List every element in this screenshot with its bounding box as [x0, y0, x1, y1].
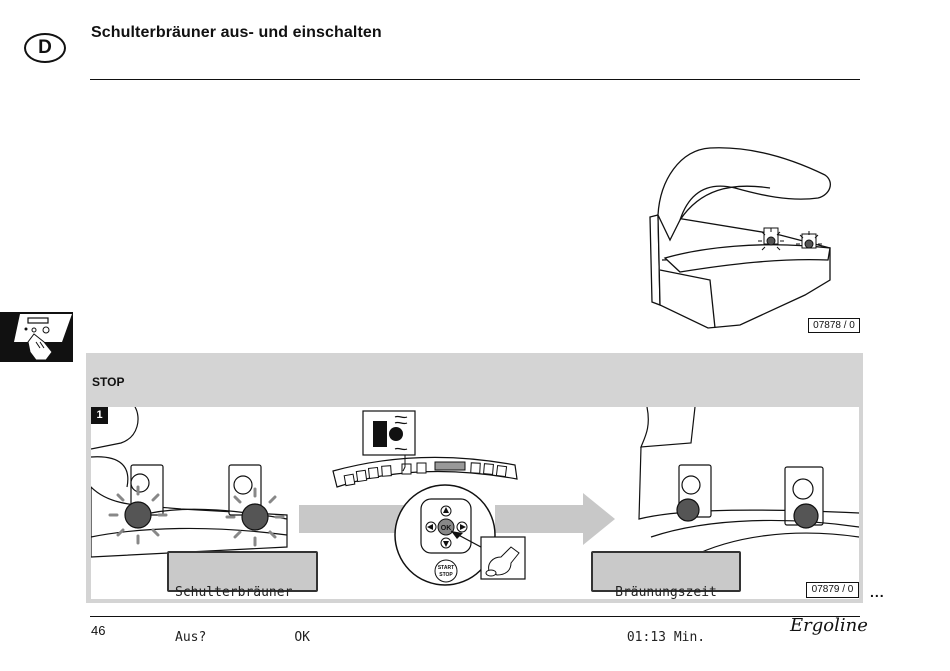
display-before-ok: OK — [294, 630, 310, 645]
step-number: 1 — [91, 407, 108, 424]
tanner-lamp-off-left — [676, 498, 700, 522]
tanner-lamp-blinking-right — [241, 503, 269, 531]
stop-label: STOP — [439, 572, 453, 578]
tanner-lamp-off-right — [793, 503, 819, 529]
tanner-lamp-blinking-left — [124, 501, 152, 529]
page-title: Schulterbräuner aus- und einschalten — [91, 24, 382, 41]
display-before-line1: Schulterbräuner — [175, 585, 293, 600]
display-before-prompt: Aus? — [175, 630, 207, 645]
display-after-line1: Bräunungszeit — [615, 585, 717, 600]
figure-reference-top: 07878 / 0 — [808, 318, 860, 333]
operation-tab-icon — [0, 312, 73, 362]
display-before: Schulterbräuner Aus? OK — [167, 551, 318, 645]
title-divider — [90, 79, 860, 80]
page-number: 46 — [91, 623, 106, 638]
display-after-time: 01:13 Min. — [626, 630, 706, 645]
figure-reference-bottom: 07879 / 0 — [806, 582, 859, 598]
display-after: Bräunungszeit 01:13 Min. — [591, 551, 741, 645]
start-label: START — [438, 565, 454, 571]
tanning-bed-illustration — [640, 140, 862, 335]
language-badge: D — [24, 33, 66, 63]
continued-marker: ... — [870, 584, 885, 600]
brand-logo: Ergoline — [790, 615, 868, 636]
footer-divider — [90, 616, 860, 617]
step-heading: STOP — [92, 375, 125, 389]
ok-button-label: OK — [441, 525, 452, 532]
